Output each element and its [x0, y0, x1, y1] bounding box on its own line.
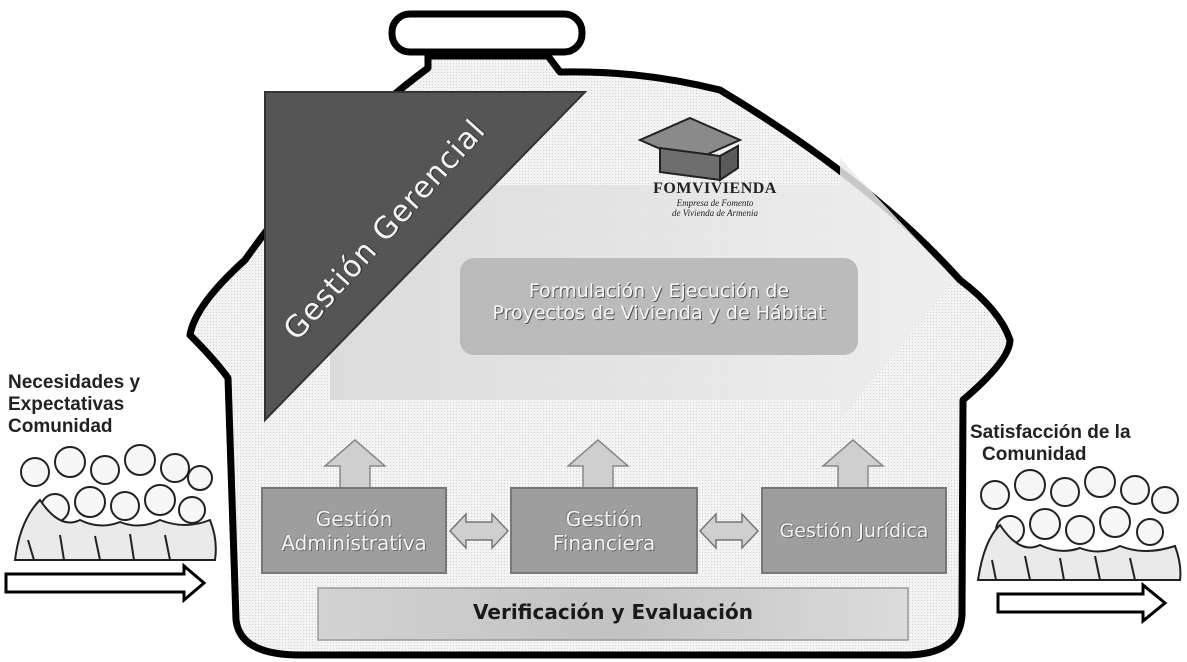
box-financiera [510, 487, 698, 574]
box-financiera-line2: Financiera [552, 530, 656, 555]
verificacion-bar [317, 587, 909, 641]
chimney [388, 10, 586, 56]
box-admin-line1: Gestión [315, 506, 393, 531]
logo-subtitle-1: Empresa de Fomento [676, 198, 754, 208]
box-juridica-label: Gestión Jurídica [779, 519, 929, 542]
output-label-line1: Satisfacción de la [970, 422, 1131, 443]
output-label: Satisfacción de la Comunidad [970, 422, 1180, 466]
input-label-line2: Expectativas [8, 394, 125, 415]
input-label: Necesidades y Expectativas Comunidad [8, 372, 198, 438]
process-label: Formulación y Ejecución de Proyectos de … [460, 280, 858, 324]
input-label-line1: Necesidades y [8, 372, 141, 393]
input-arrow [4, 562, 207, 604]
box-financiera-label: Gestión Financiera [511, 488, 697, 573]
logo-subtitle-2: de Vivienda de Armenia [672, 208, 758, 218]
output-arrow [996, 581, 1168, 625]
process-label-line1: Formulación y Ejecución de [528, 280, 790, 302]
box-admin-label: Gestión Administrativa [262, 488, 446, 573]
community-crowd-right [976, 466, 1182, 581]
output-label-line2: Comunidad [982, 444, 1087, 465]
double-arrow-2 [698, 512, 760, 550]
fomvivienda-logo: FOMVIVIENDA Empresa de Fomento de Vivien… [645, 180, 785, 218]
box-juridica [761, 487, 947, 574]
gestion-gerencial-banner [264, 91, 588, 423]
box-admin-line2: Administrativa [281, 530, 427, 555]
process-label-line2: Proyectos de Vivienda y de Hábitat [492, 302, 826, 324]
logo-name: FOMVIVIENDA [653, 180, 777, 197]
box-financiera-line1: Gestión [565, 506, 643, 531]
double-arrow-1 [448, 512, 510, 550]
process-box [460, 258, 858, 355]
box-admin [261, 487, 447, 574]
input-label-line3: Comunidad [8, 416, 113, 437]
verificacion-label: Verificación y Evaluación [473, 600, 753, 624]
fomvivienda-logo-icon [637, 116, 743, 182]
community-crowd-left [13, 444, 217, 561]
